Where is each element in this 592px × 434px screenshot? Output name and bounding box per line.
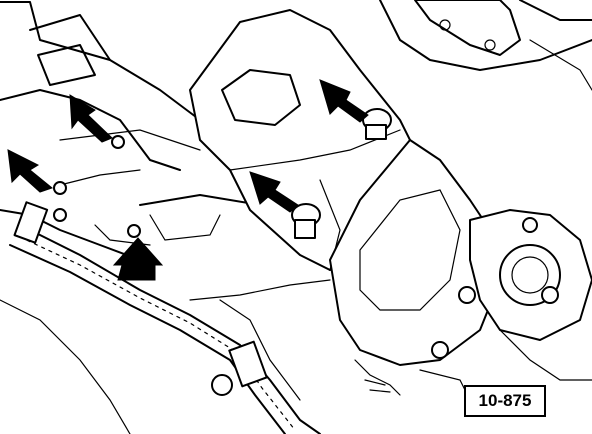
hose-pipe bbox=[9, 201, 321, 434]
bracket-bolts bbox=[291, 108, 392, 239]
arrow-4 bbox=[319, 79, 369, 123]
arrow-1 bbox=[69, 94, 113, 143]
turbo-housing bbox=[329, 0, 592, 401]
fastener-bolts bbox=[53, 135, 141, 238]
callout-arrows bbox=[7, 79, 369, 281]
arrow-2 bbox=[7, 149, 54, 193]
figure-reference-number: 10-875 bbox=[464, 385, 546, 417]
arrow-3 bbox=[112, 237, 164, 281]
arrow-5 bbox=[249, 171, 299, 213]
